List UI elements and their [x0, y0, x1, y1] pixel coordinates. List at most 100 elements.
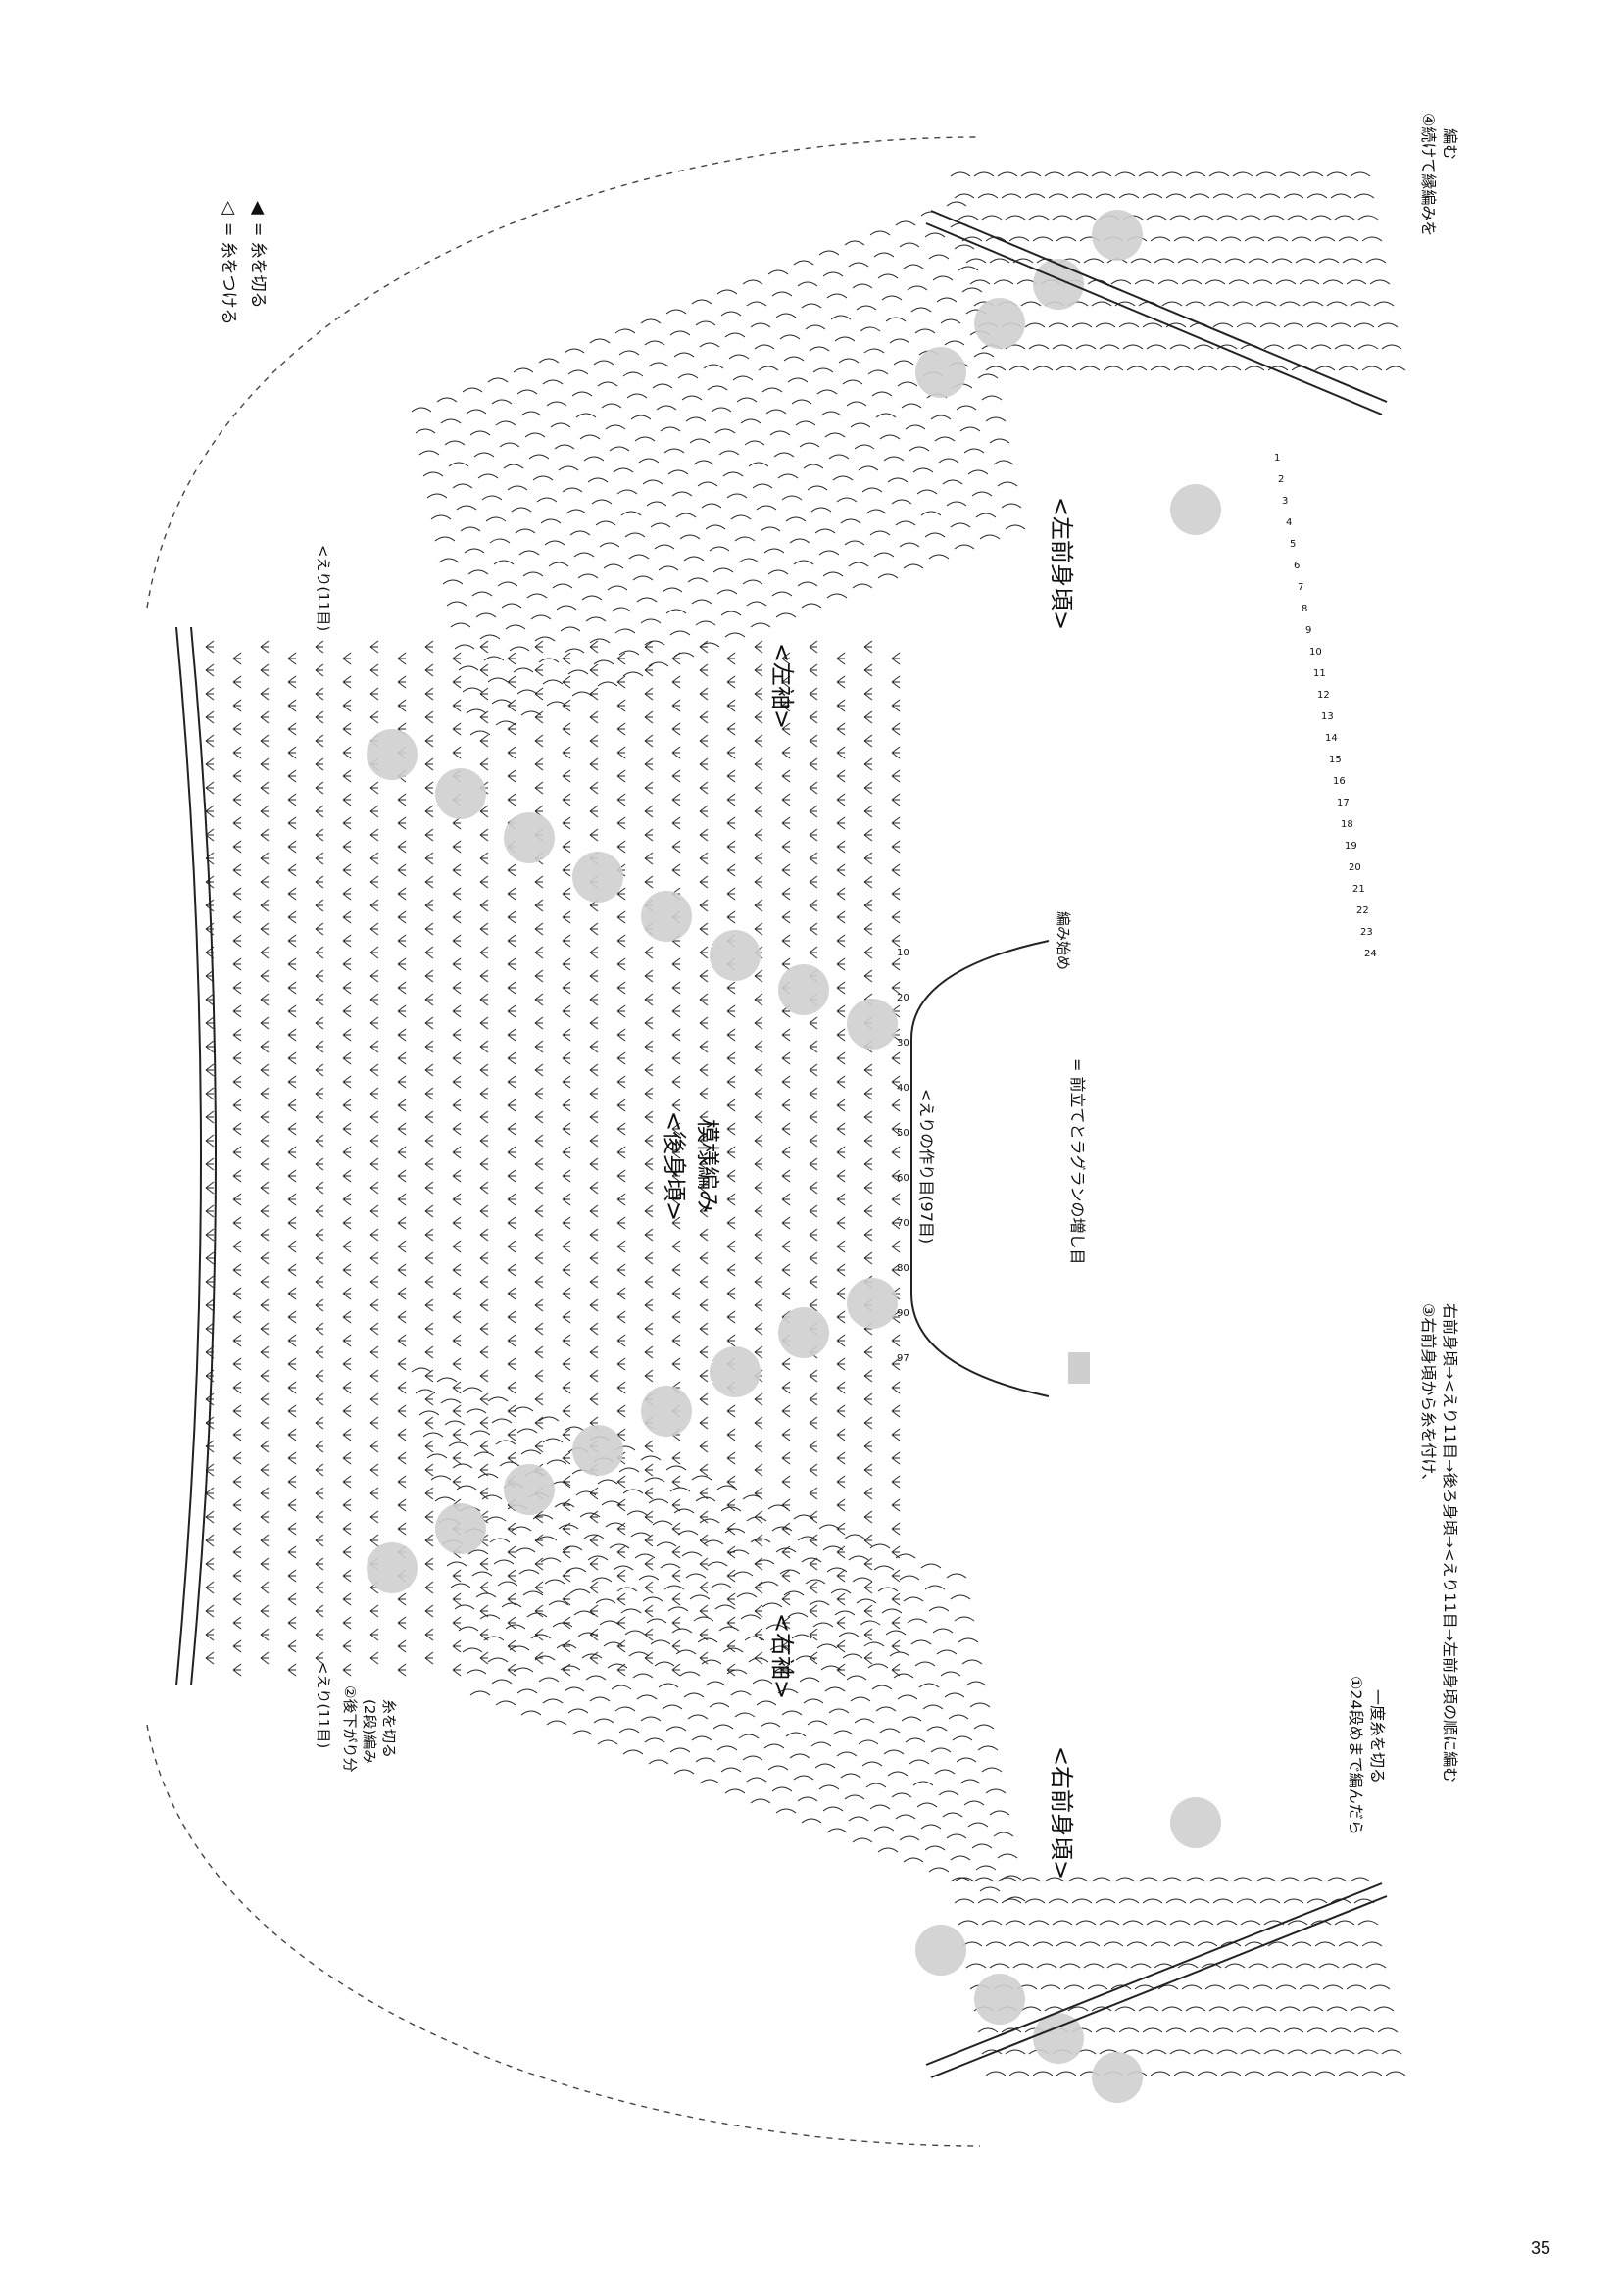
label-start-wrap: 編み始め	[1055, 911, 1072, 970]
fan-stitch	[1067, 2006, 1089, 2012]
stitch-mark	[315, 1110, 324, 1124]
stitch-mark	[562, 1357, 571, 1371]
stitch-mark	[781, 934, 791, 948]
fan-stitch	[1314, 2071, 1336, 2076]
stitch-mark	[809, 1581, 818, 1594]
stitch-mark	[863, 1204, 873, 1218]
stitch-mark	[534, 1416, 544, 1430]
fan-stitch	[887, 1771, 909, 1777]
fan-stitch	[977, 2027, 999, 2033]
stitch-mark	[616, 675, 626, 689]
fan-stitch	[1185, 301, 1206, 307]
fan-stitch	[681, 1551, 703, 1557]
fan-stitch	[907, 1618, 928, 1624]
stitch-mark	[891, 1522, 901, 1536]
fan-stitch	[1075, 344, 1097, 350]
stitch-mark	[616, 981, 626, 995]
stitch-mark	[342, 1240, 352, 1253]
fan-stitch	[928, 1867, 950, 1873]
stitch-mark	[205, 757, 215, 771]
fan-stitch	[1036, 1963, 1057, 1969]
stitch-mark	[863, 710, 873, 724]
row-number: 11	[1313, 668, 1326, 679]
fan-stitch	[901, 1716, 922, 1722]
fan-stitch	[1306, 193, 1328, 199]
stitch-mark	[726, 1498, 736, 1512]
stitch-mark	[589, 1016, 599, 1030]
fan-stitch	[844, 540, 865, 546]
stitch-mark	[424, 1110, 434, 1124]
fan-stitch	[618, 350, 640, 356]
stitch-mark	[342, 910, 352, 924]
fan-stitch	[1326, 1877, 1348, 1882]
stitch-mark	[863, 875, 873, 889]
stitch-mark	[315, 1487, 324, 1500]
stitch-mark	[754, 899, 763, 912]
stitch-mark	[424, 757, 434, 771]
fan-stitch	[1263, 2049, 1285, 2055]
fan-stitch	[1236, 2027, 1257, 2033]
fan-stitch	[485, 1516, 507, 1522]
stitch-mark	[424, 1345, 434, 1359]
fan-stitch	[946, 501, 967, 507]
stitch-mark	[342, 1475, 352, 1489]
stitch-mark	[369, 1298, 379, 1312]
label-right-front-wrap: <右前身頃>	[1048, 1746, 1075, 1880]
stitch-mark	[260, 828, 270, 842]
stitch-mark	[562, 1169, 571, 1183]
fan-stitch	[928, 1606, 950, 1612]
stitch-mark	[726, 1004, 736, 1018]
fan-stitch	[1310, 1920, 1332, 1926]
legend-cut-symbol: ◀	[248, 201, 269, 215]
stitch-mark	[699, 1298, 709, 1312]
stitch-mark	[891, 769, 901, 783]
stitch-mark	[616, 1357, 626, 1371]
fan-stitch	[1083, 258, 1105, 264]
stitch-mark	[863, 757, 873, 771]
fan-stitch	[1302, 2006, 1324, 2012]
stitch-mark	[562, 1498, 571, 1512]
fan-stitch	[430, 514, 452, 520]
stitch-mark	[397, 1522, 407, 1536]
fan-stitch	[640, 618, 662, 624]
fan-stitch	[487, 677, 509, 683]
stitch-mark	[342, 1404, 352, 1418]
note2-line1: ②後下がり分	[341, 1685, 359, 1772]
fan-stitch	[783, 356, 805, 362]
fan-stitch	[605, 1522, 626, 1528]
fan-stitch	[513, 367, 534, 373]
stitch-mark	[232, 863, 242, 877]
stitch-mark	[754, 875, 763, 889]
fan-stitch	[444, 440, 466, 446]
stitch-mark	[315, 805, 324, 818]
stitch-mark	[562, 1310, 571, 1324]
stitch-mark	[836, 1075, 846, 1089]
stitch-mark	[534, 946, 544, 959]
label-foundation-wrap: <えりの作り目(97目)	[917, 1089, 936, 1244]
fan-stitch	[513, 1667, 534, 1673]
stitch-mark	[287, 1263, 297, 1277]
fan-stitch	[748, 462, 769, 467]
row-number: 14	[1325, 733, 1338, 744]
stitch-mark	[891, 957, 901, 971]
fan-stitch	[695, 1757, 716, 1763]
stitch-mark	[671, 1592, 681, 1606]
fan-stitch	[556, 605, 577, 611]
fan-stitch	[434, 536, 456, 542]
fan-stitch	[456, 505, 477, 511]
stitch-mark	[479, 640, 489, 654]
fan-stitch	[501, 1602, 522, 1608]
fan-stitch	[828, 1708, 850, 1714]
foundation-label: <えりの作り目(97目)	[917, 1089, 936, 1244]
stitch-mark	[644, 663, 654, 677]
stitch-mark	[616, 1545, 626, 1559]
fan-stitch	[720, 611, 742, 616]
fan-stitch	[638, 458, 660, 464]
fan-stitch	[660, 426, 681, 432]
fan-stitch	[959, 1779, 981, 1784]
stitch-mark	[287, 1428, 297, 1441]
fan-stitch	[761, 1602, 783, 1608]
fan-stitch	[856, 1598, 877, 1604]
stitch-mark	[616, 1334, 626, 1347]
stitch-mark	[863, 1181, 873, 1195]
